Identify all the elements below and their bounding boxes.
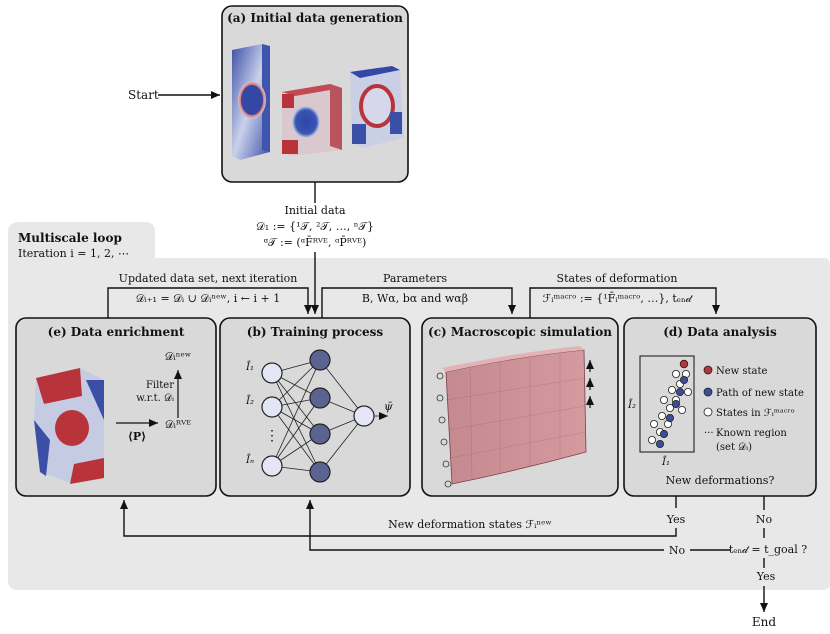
- box-c-title: (c) Macroscopic simulation: [428, 325, 612, 339]
- enrichment-filter2: w.r.t. 𝒟ᵢ: [136, 393, 174, 404]
- label-no-1: No: [756, 513, 773, 526]
- box-a-title: (a) Initial data generation: [227, 11, 403, 25]
- analysis-plot-frame: [639, 355, 695, 453]
- updated-title: Updated data set, next iteration: [119, 272, 298, 285]
- analysis-legend: New state Path of new state States in ℱᵢ…: [703, 365, 804, 453]
- enrichment-drve: 𝒟ᵢᴿⱽᴱ: [165, 418, 191, 431]
- analysis-axis-x: Ī₁: [661, 456, 670, 468]
- enrichment-filter1: Filter: [146, 380, 174, 391]
- box-b-training-process: (b) Training process Ī₁ Ī₂ Īₙ ⋮ ψ̄: [219, 317, 411, 497]
- loop-title: Multiscale loop: [18, 231, 122, 245]
- edge-no-to-b: [306, 500, 664, 551]
- nn-input-1: Ī₁: [245, 361, 254, 373]
- edge-c-to-d: [529, 287, 720, 318]
- rve-block-3: [350, 66, 404, 148]
- box-e-title: (e) Data enrichment: [48, 325, 185, 339]
- box-a-initial-data-generation: (a) Initial data generation: [221, 5, 409, 183]
- states-title: States of deformation: [557, 272, 678, 285]
- end-label: End: [752, 615, 776, 629]
- rve-block-2: [282, 84, 342, 156]
- network-nodes: [261, 349, 375, 483]
- enrichment-avg-p: ⟨P⟩: [128, 430, 146, 443]
- initial-data-line1: 𝒟₁ := {¹𝒯, ²𝒯, …, ⁿ𝒯}: [256, 220, 374, 233]
- legend-states: States in ℱᵢᵐᵃᶜʳᵒ: [716, 408, 795, 419]
- initial-data-title: Initial data: [284, 204, 345, 217]
- box-d-question: New deformations?: [666, 474, 775, 487]
- legend-known2: (set 𝒟ᵢ): [716, 442, 752, 453]
- legend-path: Path of new state: [716, 388, 804, 399]
- nn-output: ψ̄: [384, 400, 393, 413]
- enrichment-dnew: 𝒟ᵢⁿᵉʷ: [165, 350, 191, 363]
- multiscale-loop-background: [8, 222, 830, 590]
- decision-label: tₑₙ𝒹 = t_goal ?: [729, 543, 807, 556]
- legend-known1: Known region: [716, 428, 787, 439]
- edge-e-to-b: [107, 287, 312, 318]
- label-new-states: New deformation states ℱᵢⁿᵉʷ: [388, 518, 552, 531]
- loop-iteration: Iteration i = 1, 2, ⋯: [18, 247, 129, 260]
- params-formula: B, Wα, bα and wαβ: [362, 292, 468, 305]
- nn-ellipsis: ⋮: [265, 428, 279, 444]
- macro-shell-mesh: [436, 346, 594, 488]
- states-formula: ℱᵢᵐᵃᶜʳᵒ := {¹F̄ᵢᵐᵃᶜʳᵒ, …}, tₑₙ𝒹: [543, 292, 694, 305]
- params-title: Parameters: [383, 272, 447, 285]
- edge-yes-to-e: [120, 500, 677, 537]
- edge-b-to-c: [321, 287, 516, 318]
- analysis-axis-y: Ī₂: [627, 399, 636, 411]
- analysis-states: [648, 359, 693, 448]
- updated-formula: 𝒟ᵢ₊₁ = 𝒟ᵢ ∪ 𝒟ᵢⁿᵉʷ, i ← i + 1: [136, 292, 281, 305]
- label-yes-2: Yes: [756, 570, 776, 583]
- box-b-title: (b) Training process: [247, 325, 384, 339]
- initial-data-line2: ᵅ𝒯 := (ᵅF̄ᴿⱽᴱ, ᵅP̄ᴿⱽᴱ): [264, 236, 367, 249]
- box-d-title: (d) Data analysis: [663, 325, 777, 339]
- label-yes-1: Yes: [666, 513, 686, 526]
- label-no-2: No: [669, 544, 686, 557]
- box-d-data-analysis: (d) Data analysis Ī₂ Ī₁ New state Path o…: [623, 317, 817, 497]
- box-e-data-enrichment: (e) Data enrichment 𝒟ᵢⁿᵉʷ Filter w.r.t. …: [15, 317, 217, 497]
- enriched-rve-shape: [34, 368, 104, 484]
- start-label: Start: [128, 88, 159, 102]
- nn-input-2: Ī₂: [245, 395, 254, 407]
- nn-input-n: Īₙ: [245, 454, 254, 466]
- legend-known-dots: ···: [704, 428, 714, 439]
- box-c-macroscopic-simulation: (c) Macroscopic simulation: [421, 317, 619, 497]
- legend-new-state: New state: [716, 366, 768, 377]
- rve-block-1: [232, 44, 270, 160]
